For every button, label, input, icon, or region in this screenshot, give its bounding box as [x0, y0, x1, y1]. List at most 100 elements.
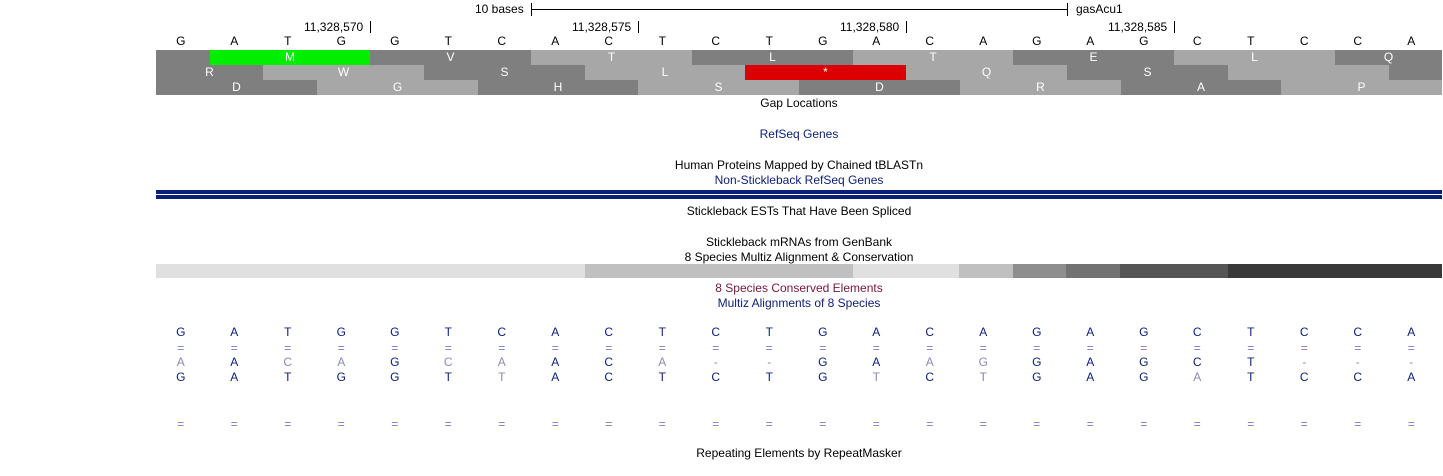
scale-bar [531, 9, 1067, 10]
alignment-base: T [1247, 370, 1255, 384]
alignment-base: C [1353, 325, 1363, 339]
alignment-match: = [979, 341, 987, 355]
alignment-base: G [1032, 325, 1042, 339]
alignment-match: = [337, 341, 345, 355]
conservation-segment [1013, 264, 1066, 278]
track-label-multiz-conservation[interactable]: 8 Species Multiz Alignment & Conservatio… [684, 250, 914, 264]
base: C [1353, 34, 1363, 48]
alignment-match: = [1086, 417, 1094, 431]
alignment-match: = [926, 341, 934, 355]
codon-cell: D [799, 80, 960, 95]
alignment-match: = [551, 341, 559, 355]
track-label-conserved-elements[interactable]: 8 Species Conserved Elements [715, 281, 883, 295]
base: C [1299, 34, 1309, 48]
alignment-match: = [1407, 341, 1415, 355]
refseq-feature-bar[interactable] [156, 190, 1442, 199]
track-label-ests[interactable]: Stickleback ESTs That Have Been Spliced [686, 204, 912, 218]
codon-cell: Q [906, 65, 1067, 80]
codon-cell: G [317, 80, 478, 95]
base: G [818, 34, 828, 48]
codon-cell: T [853, 50, 1013, 65]
alignment-base: G [176, 370, 186, 384]
base: A [872, 34, 881, 48]
translation-frame-3[interactable]: D G H S D R A P [156, 80, 1442, 95]
alignment-match: = [1033, 417, 1041, 431]
alignment-base: G [978, 355, 988, 369]
alignment-match: = [819, 417, 827, 431]
codon-cell: L [585, 65, 745, 80]
alignment-base: A [925, 355, 934, 369]
alignment-base: T [284, 325, 292, 339]
base: G [336, 34, 346, 48]
translation-frame-1[interactable]: M V T L T E L Q [156, 50, 1442, 65]
alignment-match: = [1354, 417, 1362, 431]
codon-cell [156, 50, 210, 65]
alignment-match: = [712, 341, 720, 355]
track-label-refseq[interactable]: RefSeq Genes [759, 127, 839, 141]
track-label-gap[interactable]: Gap Locations [760, 96, 838, 110]
alignment-base: G [1139, 370, 1149, 384]
position-tick [370, 21, 371, 33]
track-label-multiz-alignments[interactable]: Multiz Alignments of 8 Species [717, 296, 881, 310]
base: C [604, 34, 614, 48]
alignment-base: C [1299, 325, 1309, 339]
codon-cell: S [424, 65, 585, 80]
alignment-base: - [1355, 355, 1360, 369]
alignment-base: G [1032, 370, 1042, 384]
alignment-base: A [872, 325, 881, 339]
codon-cell: V [370, 50, 531, 65]
alignment-base: C [1192, 355, 1202, 369]
alignment-base: G [1139, 325, 1149, 339]
alignment-match: = [765, 417, 773, 431]
alignment-base: C [925, 325, 935, 339]
alignment-match: = [1247, 341, 1255, 355]
position-label: 11,328,570 [304, 20, 364, 34]
codon-cell: W [263, 65, 424, 80]
alignment-base: G [390, 370, 400, 384]
alignment-match: = [1300, 341, 1308, 355]
alignment-match: = [391, 341, 399, 355]
alignment-match: = [177, 341, 185, 355]
alignment-base: C [711, 325, 721, 339]
base: A [551, 34, 560, 48]
track-label-human-proteins[interactable]: Human Proteins Mapped by Chained tBLASTn [674, 158, 924, 172]
alignment-base: T [872, 370, 880, 384]
alignment-base: T [1247, 325, 1255, 339]
alignment-base: A [551, 355, 560, 369]
codon-cell [1389, 65, 1442, 80]
base: T [658, 34, 666, 48]
track-label-non-stickleback-refseq[interactable]: Non-Stickleback RefSeq Genes [714, 173, 884, 187]
alignment-base: A [551, 370, 560, 384]
alignment-match: = [712, 417, 720, 431]
alignment-base: T [444, 325, 452, 339]
alignment-base: A [658, 355, 667, 369]
codon-cell: R [960, 80, 1121, 95]
base: A [1407, 34, 1416, 48]
alignment-base: A [230, 325, 239, 339]
track-label-mrnas[interactable]: Stickleback mRNAs from GenBank [705, 235, 893, 249]
translation-frame-2[interactable]: R W S L * Q S S [156, 65, 1442, 80]
codon-cell: T [531, 50, 692, 65]
codon-cell: E [1013, 50, 1174, 65]
base: T [1247, 34, 1255, 48]
alignment-match: = [872, 341, 880, 355]
alignment-base: - [767, 355, 772, 369]
base: G [390, 34, 400, 48]
position-label: 11,328,580 [840, 20, 900, 34]
alignment-base: A [1407, 370, 1416, 384]
alignment-match: = [230, 417, 238, 431]
alignment-base: G [818, 325, 828, 339]
alignment-base: T [979, 370, 987, 384]
track-label-repeatmasker[interactable]: Repeating Elements by RepeatMasker [696, 446, 902, 460]
codon-cell: H [478, 80, 638, 95]
base: C [925, 34, 935, 48]
conservation-segment [1120, 264, 1228, 278]
conservation-bar[interactable] [156, 264, 1442, 278]
alignment-base: T [658, 370, 666, 384]
base: A [1086, 34, 1095, 48]
alignment-base: A [979, 325, 988, 339]
alignment-base: G [1032, 355, 1042, 369]
codon-cell: S [1067, 65, 1228, 80]
stop-codon: * [745, 65, 906, 80]
alignment-base: C [1299, 370, 1309, 384]
